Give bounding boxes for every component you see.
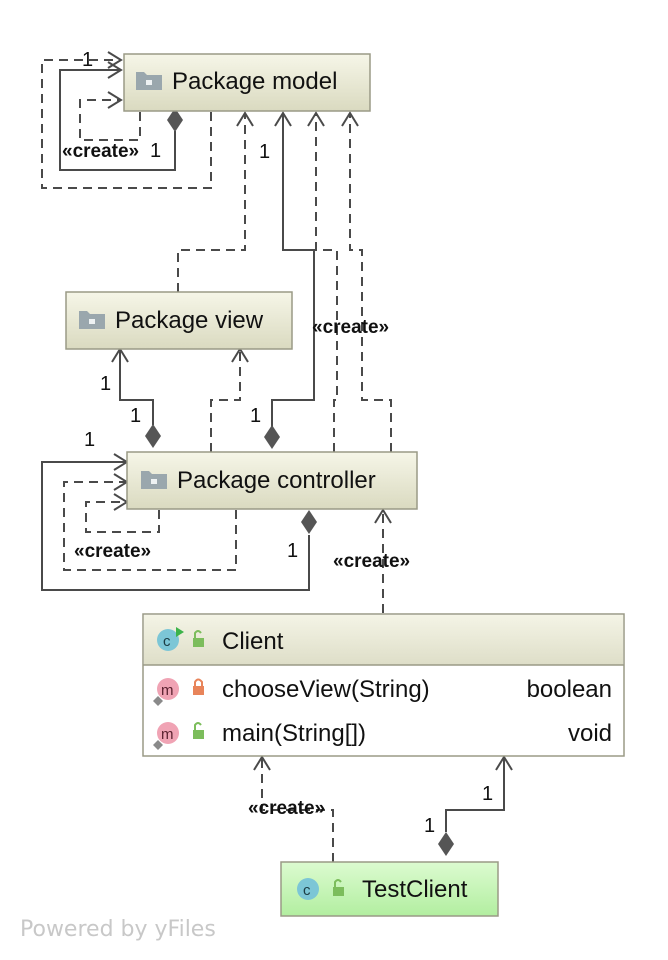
public-unlock-icon [333, 879, 344, 896]
folder-icon [141, 471, 167, 489]
method-return-type: void [568, 720, 612, 747]
testclient-to-client-create-arrowhead [253, 755, 271, 771]
multiplicity-label: 1 [84, 429, 95, 451]
testclient-to-client-composition-edge [445, 758, 505, 832]
multiplicity-label: 1 [250, 405, 261, 427]
create-stereotype-label: «create» [74, 541, 151, 562]
method-return-type: boolean [527, 676, 612, 703]
model-self-diamond [167, 108, 183, 132]
model-self-composition-edge [59, 69, 176, 171]
controller-to-model-create-arrowhead [341, 111, 359, 127]
controller-to-model-composition-edge [271, 114, 315, 428]
svg-text:m: m [161, 726, 174, 743]
view-to-model-arrowhead [236, 111, 254, 127]
model-self-create-arrowhead [107, 91, 123, 109]
model-self-dashed-outer-edge [41, 59, 212, 189]
create-stereotype-label: «create» [333, 551, 410, 572]
controller-view-diamond [145, 424, 161, 448]
method-name: main(String[]) [222, 720, 366, 747]
controller-to-model-dashed-1-edge [315, 114, 338, 452]
method-name: chooseView(String) [222, 676, 430, 703]
package-view-node[interactable]: Package view [65, 291, 293, 350]
multiplicity-label: 1 [100, 373, 111, 395]
controller-self-diamond [301, 510, 317, 534]
controller-self-composition-edge [41, 461, 310, 591]
client-to-controller-arrowhead [374, 508, 392, 524]
package-model-node[interactable]: Package model [123, 53, 371, 112]
multiplicity-label: 1 [82, 49, 93, 71]
controller-to-model-create-edge [349, 114, 392, 452]
client-class-name: Client [222, 628, 284, 655]
create-stereotype-label: «create» [312, 317, 389, 338]
client-class-node[interactable]: c Client m chooseView(String) boolean [142, 613, 625, 757]
package-view-label: Package view [115, 307, 264, 334]
testclient-class-name: TestClient [362, 876, 468, 903]
method-row[interactable]: m main(String[]) void [153, 720, 612, 750]
controller-to-view-composition-edge [119, 350, 154, 425]
multiplicity-label: 1 [130, 405, 141, 427]
multiplicity-label: 1 [287, 540, 298, 562]
private-lock-icon [193, 678, 204, 695]
public-unlock-icon [193, 630, 204, 647]
controller-model-diamond [264, 425, 280, 449]
package-controller-label: Package controller [177, 467, 376, 494]
controller-to-view-dependency-edge [210, 350, 241, 452]
folder-icon [136, 72, 162, 90]
testclient-client-diamond [438, 832, 454, 856]
package-model-label: Package model [172, 68, 337, 95]
yfiles-watermark: Powered by yFiles [20, 917, 216, 942]
class-icon: c [297, 878, 319, 900]
testclient-class-node[interactable]: c TestClient [280, 861, 499, 917]
controller-to-model-dashed-1-arrowhead [307, 111, 325, 127]
model-self-create-edge [79, 99, 141, 141]
multiplicity-label: 1 [482, 783, 493, 805]
edges [41, 51, 513, 862]
multiplicity-label: 1 [150, 140, 161, 162]
create-stereotype-label: «create» [62, 141, 139, 162]
view-to-model-dependency-edge [177, 114, 246, 292]
method-icon: m [153, 722, 179, 750]
svg-text:c: c [303, 882, 311, 899]
controller-to-model-arrowhead [274, 111, 292, 127]
controller-self-dashed-outer-edge [63, 481, 237, 571]
multiplicity-label: 1 [424, 815, 435, 837]
class-icon: c [157, 627, 184, 651]
multiplicity-label: 1 [259, 141, 270, 163]
folder-icon [79, 311, 105, 329]
create-stereotype-label: «create» [248, 798, 325, 819]
method-row[interactable]: m chooseView(String) boolean [153, 676, 612, 706]
controller-self-create-edge [85, 501, 160, 533]
package-controller-node[interactable]: Package controller [126, 451, 418, 510]
svg-text:c: c [163, 633, 171, 650]
public-unlock-icon [193, 722, 204, 739]
model-self-dashed-outer-arrowhead [107, 51, 123, 69]
svg-text:m: m [161, 682, 174, 699]
testclient-to-client-composition-arrowhead [495, 755, 513, 771]
method-icon: m [153, 678, 179, 706]
edge-labels: 1 «create» 1 1 «create» 1 1 1 1 «create»… [62, 49, 493, 837]
